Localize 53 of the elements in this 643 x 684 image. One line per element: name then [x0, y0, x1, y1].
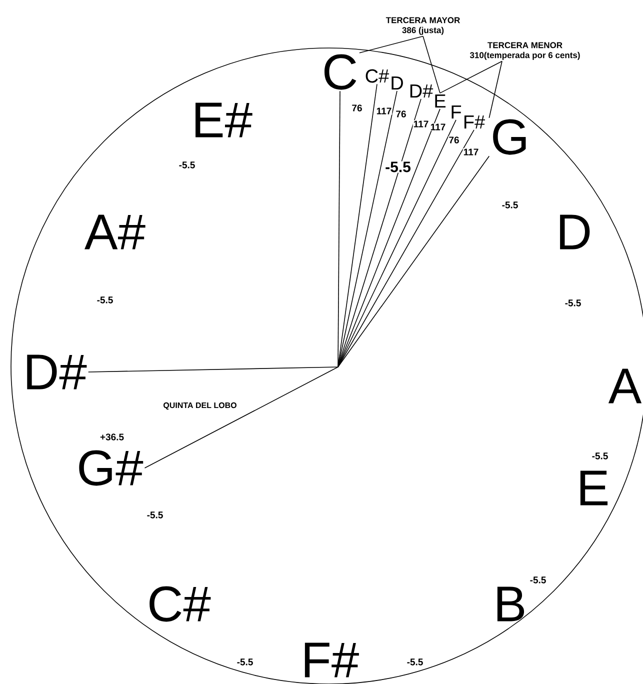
- cents-label: -5.5: [96, 296, 114, 304]
- cents-label: +36.5: [99, 433, 125, 441]
- interval-note: TERCERA MAYOR 386 (justa): [386, 17, 460, 35]
- note-letter: A#: [84, 214, 146, 250]
- note-letter: D: [392, 76, 403, 90]
- line: [338, 84, 378, 368]
- note-letter: A: [608, 368, 642, 404]
- cents-label: -5.5: [591, 452, 609, 460]
- cents-label: 76: [351, 104, 363, 112]
- cents-label: 117: [412, 120, 430, 128]
- interval-note: TERCERA MENOR 310(temperada por 6 cents): [470, 42, 580, 60]
- cents-label: 117: [376, 107, 392, 115]
- note-letter: E: [580, 470, 608, 506]
- cents-label: -5.5: [501, 201, 519, 209]
- note-letter: B: [497, 586, 524, 622]
- cents-label: -5.5: [178, 161, 196, 169]
- line: [338, 120, 456, 368]
- cents-label: -5.5: [564, 299, 582, 307]
- line: [338, 90, 398, 368]
- note-letter: C#: [150, 586, 211, 622]
- note-letter: C: [324, 54, 356, 90]
- note-letter: F#: [304, 642, 359, 678]
- cents-label: -5.5: [529, 576, 547, 584]
- cents-label: -5.5: [406, 658, 424, 666]
- cents-label: 117: [462, 148, 480, 156]
- note-letter: D#: [410, 84, 434, 98]
- cents-label: -5.5: [236, 658, 254, 666]
- line: [338, 130, 474, 368]
- note-letter: F: [452, 105, 462, 119]
- line: [338, 98, 422, 368]
- note-letter: D#: [27, 354, 87, 390]
- line: [338, 156, 490, 368]
- note-letter: E: [435, 94, 446, 108]
- line: [144, 366, 338, 468]
- cents-label: 76: [448, 136, 460, 144]
- line: [88, 366, 338, 372]
- note-letter: G#: [79, 450, 144, 486]
- note-letter: E#: [196, 102, 252, 138]
- cents-label: -5.5: [384, 161, 412, 173]
- note-letter: F#: [464, 115, 485, 129]
- cents-label: 117: [430, 123, 446, 131]
- note-letter: C#: [366, 69, 390, 83]
- cents-label: -5.5: [146, 511, 164, 519]
- note-letter: D: [560, 214, 590, 250]
- line: [338, 108, 440, 368]
- leader-line: [422, 36, 440, 94]
- interval-label: QUINTA DEL LOBO: [162, 402, 238, 410]
- cents-label: 76: [395, 110, 407, 118]
- leader-line: [359, 36, 424, 54]
- line: [338, 90, 340, 368]
- leader-line: [440, 60, 502, 94]
- note-letter: G: [493, 119, 526, 155]
- leader-line: [488, 60, 502, 118]
